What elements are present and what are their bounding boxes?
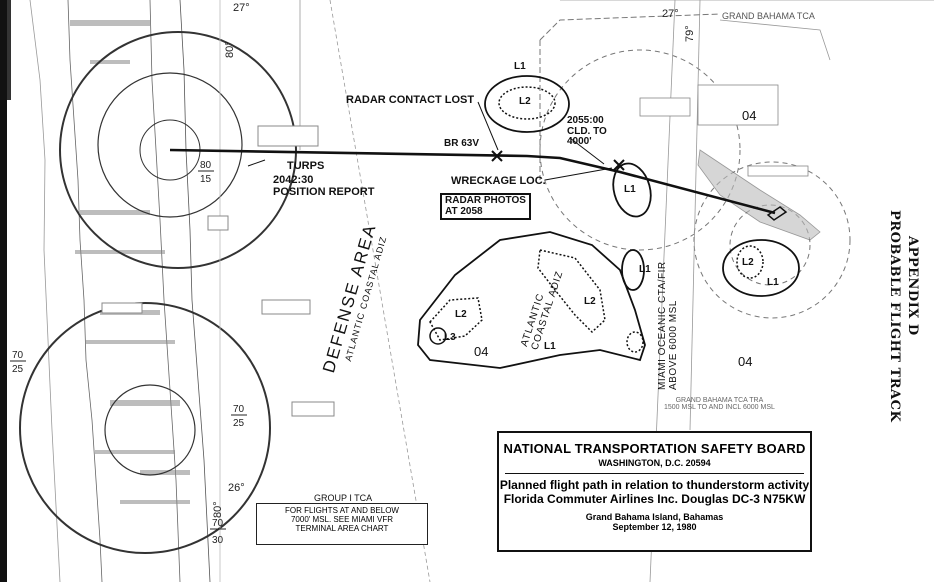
storm-l1-wreck [612, 162, 652, 218]
wreckage-marker [613, 159, 625, 171]
storm-l3-left [429, 327, 447, 345]
storm-level-l2-left: L2 [455, 309, 467, 320]
florida-map-detail [70, 20, 190, 504]
radar-photos-label: RADAR PHOTOS AT 2058 [440, 193, 531, 220]
title-divider [505, 473, 804, 474]
storm-l2-large [537, 249, 606, 334]
title-date: September 12, 1980 [612, 521, 697, 532]
appendix-label: APPENDIX D [905, 236, 920, 336]
range-circles-left [19, 31, 297, 554]
chart-info-boxes [101, 125, 335, 417]
svg-text:30: 30 [212, 535, 224, 546]
bahama-range-arcs [539, 49, 851, 319]
grand-bahama-tca-label: GRAND BAHAMA TCA [722, 11, 815, 21]
ntsb-city: WASHINGTON, D.C. 20594 [598, 458, 711, 468]
storm-level-l3-left: L3 [444, 332, 456, 343]
svg-text:80: 80 [200, 160, 212, 171]
grand-bahama-island [639, 84, 821, 241]
wreckage-location-label: WRECKAGE LOC. [451, 175, 546, 187]
probable-flight-track-label: PROBABLE FLIGHT TRACK [887, 210, 902, 423]
cld-leader [569, 137, 605, 165]
storm-l1-top [484, 75, 570, 133]
storm-l1-right [722, 239, 800, 297]
storm-level-l1-wreck: L1 [624, 184, 636, 195]
longitude-80-b: 80° [212, 501, 224, 518]
group-tca-label: GROUP I TCA [312, 493, 375, 504]
storm-level-l1-top: L1 [514, 61, 526, 72]
radar-contact-lost-label: RADAR CONTACT LOST [346, 94, 475, 106]
longitude-79: 79° [684, 25, 696, 42]
ntsb-title-block: NATIONAL TRANSPORTATION SAFETY BOARD WAS… [497, 431, 812, 552]
svg-text:70: 70 [12, 350, 24, 361]
storm-l1-large [417, 231, 646, 369]
wreck-leader [544, 167, 613, 181]
zone-04-lower: 04 [738, 354, 753, 369]
storm-level-l1-right: L1 [767, 277, 779, 288]
storm-l2-top [498, 86, 556, 120]
left-border-inner [7, 0, 11, 100]
radar-lost-marker [491, 150, 503, 162]
storm-level-l2-right: L2 [742, 257, 754, 268]
turps-label: TURPS [287, 160, 325, 172]
storm-level-l2-mid: L2 [584, 296, 596, 307]
miami-oceanic-label: MIAMI OCEANIC CTA/FIR ABOVE 6000 MSL [657, 261, 679, 390]
altitude-fractions: 80 15 70 25 70 25 70 30 [10, 160, 247, 546]
tca-boundary [539, 13, 721, 180]
latitude-27-left: 27° [233, 2, 250, 14]
title-place: Grand Bahama Island, Bahamas [585, 511, 724, 522]
left-border [0, 0, 7, 582]
radar-lost-leader [477, 101, 499, 151]
flight-track [169, 101, 776, 215]
storm-level-l2-top: L2 [519, 96, 531, 107]
storm-l2-right [736, 245, 764, 279]
storm-small-right [626, 331, 644, 353]
cld-to-4000-label: 2055:00 CLD. TO 4000' [567, 115, 607, 147]
thunderstorm-contours [417, 75, 800, 369]
position-report-label: 2042:30 POSITION REPORT [273, 174, 375, 198]
aircraft-icon [766, 206, 788, 221]
latitude-27-right: 27° [662, 8, 679, 20]
flight-path-line [169, 148, 776, 215]
florida-coastline [29, 0, 211, 582]
title-line-2: Florida Commuter Airlines Inc. Douglas D… [503, 491, 806, 506]
latitude-26: 26° [228, 482, 245, 494]
svg-text:25: 25 [12, 364, 24, 375]
ntsb-org-name: NATIONAL TRANSPORTATION SAFETY BOARD [503, 441, 806, 456]
turps-leader [247, 159, 266, 167]
svg-text:70: 70 [212, 518, 224, 529]
storm-l2-left [429, 297, 483, 341]
storm-level-l1-bottom: L1 [544, 341, 556, 352]
svg-text:70: 70 [233, 404, 245, 415]
tca-note-label: GRAND BAHAMA TCA TRA 1500 MSL TO AND INC… [664, 397, 775, 412]
storm-l1-mid [621, 249, 645, 291]
title-line-1: Planned flight path in relation to thund… [499, 478, 810, 492]
zone-04-left: 04 [474, 344, 489, 359]
storm-level-l1-mid: L1 [639, 264, 651, 275]
zone-04-upper: 04 [742, 108, 757, 123]
svg-text:15: 15 [200, 174, 212, 185]
svg-text:25: 25 [233, 418, 245, 429]
group-tca-note: FOR FLIGHTS AT AND BELOW 7000' MSL. SEE … [256, 503, 428, 545]
longitude-80-a: 80° [224, 41, 236, 58]
br63v-label: BR 63V [444, 138, 480, 149]
